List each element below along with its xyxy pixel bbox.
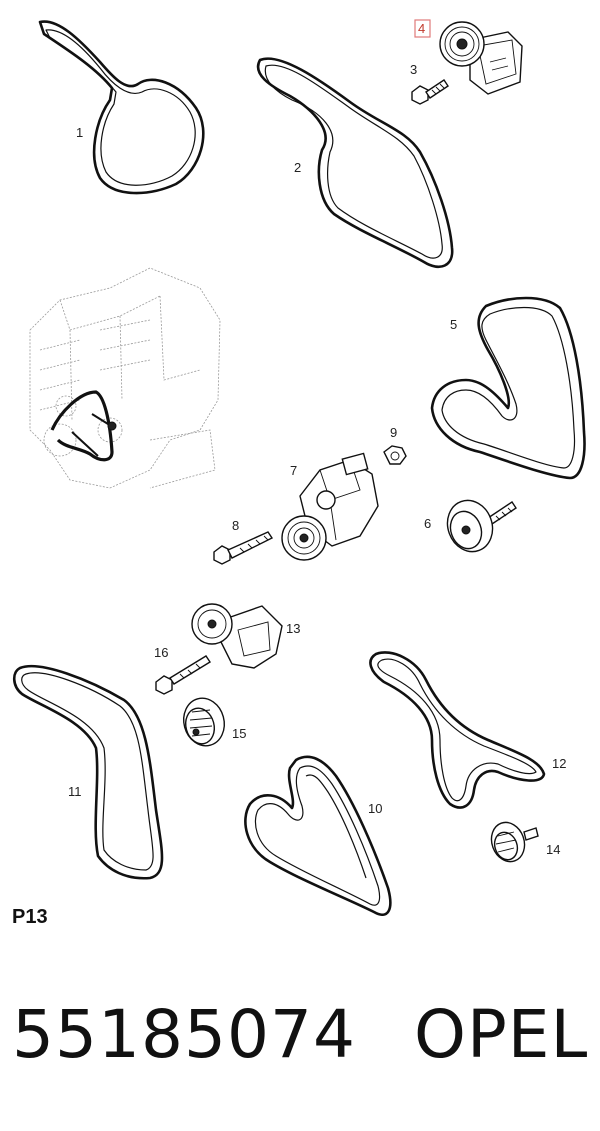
- callout-4-box: [414, 19, 431, 38]
- idler-pulley-15: [183, 697, 225, 747]
- callout-12: 12: [552, 756, 566, 771]
- nut-9: [383, 445, 407, 465]
- belt-1: [38, 20, 205, 195]
- callout-7: 7: [290, 463, 297, 478]
- callout-labels: 1 2 3 4 5 6 7 8 9 10 11 12 13 14 15 16: [68, 19, 566, 857]
- belt-12: [369, 651, 546, 809]
- belt-10: [244, 755, 392, 917]
- callout-6: 6: [424, 516, 431, 531]
- engine-sketch: [29, 267, 221, 489]
- idler-pulley-14: [490, 821, 539, 863]
- callout-9: 9: [390, 425, 397, 440]
- callout-1: 1: [76, 125, 83, 140]
- callout-2: 2: [294, 160, 301, 175]
- callout-5: 5: [450, 317, 457, 332]
- callout-13: 13: [286, 621, 300, 636]
- tensioner-13: [191, 603, 283, 669]
- tensioner-7: [281, 452, 379, 561]
- belt-2: [256, 57, 454, 269]
- callout-10: 10: [368, 801, 382, 816]
- callout-8: 8: [232, 518, 239, 533]
- bolt-8: [213, 531, 274, 565]
- belt-11: [12, 664, 164, 880]
- idler-pulley-6: [446, 499, 517, 553]
- brand-name: OPEL: [414, 996, 589, 1073]
- bolt-3: [411, 79, 449, 105]
- parts-diagram: 1 2 3 4 5 6 7 8 9 10 11 12 13 14 15 16: [12, 19, 586, 917]
- callout-11: 11: [68, 784, 82, 799]
- callout-4: 4: [418, 21, 425, 36]
- belt-5: [430, 296, 586, 480]
- callout-16: 16: [154, 645, 168, 660]
- callout-3: 3: [410, 62, 417, 77]
- sheet-code: P13: [12, 906, 48, 928]
- part-number: 55185074: [12, 996, 356, 1073]
- bolt-16: [155, 655, 211, 695]
- callout-15: 15: [232, 726, 246, 741]
- callout-14: 14: [546, 842, 560, 857]
- tensioner-pulley-4: [439, 21, 523, 95]
